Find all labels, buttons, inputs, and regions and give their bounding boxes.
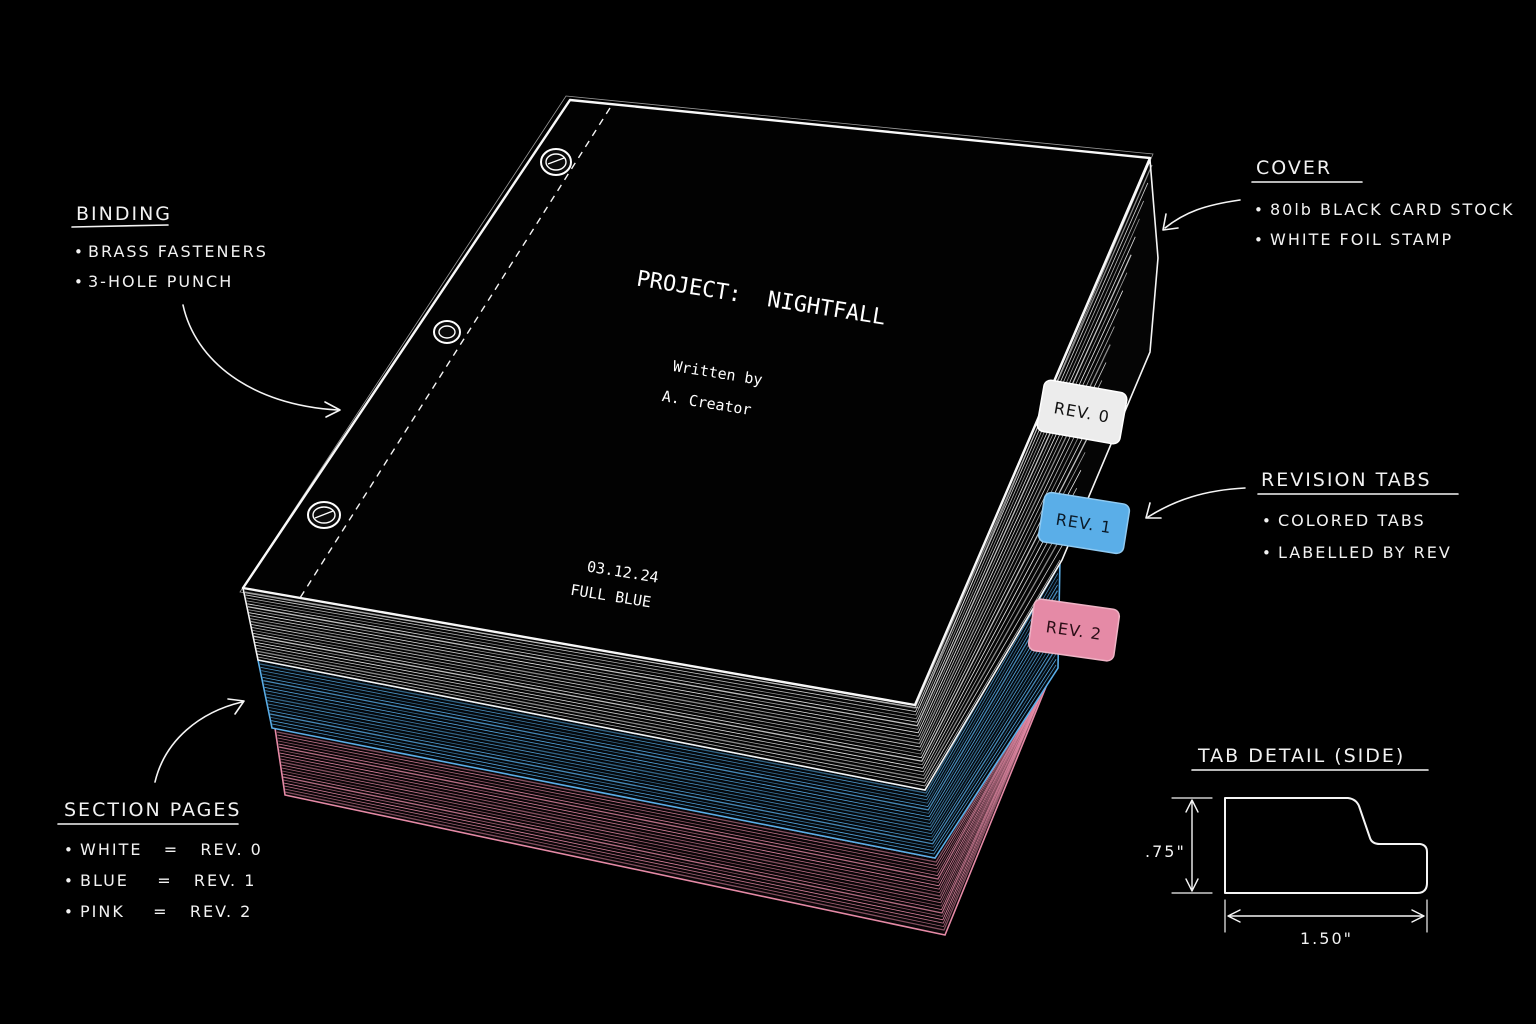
section-pages-title: SECTION PAGES [64, 799, 241, 821]
page-edge-stroke [281, 671, 1053, 900]
pink-section-pages [274, 664, 1056, 936]
page-edge-stroke [269, 641, 1057, 841]
page-edge-stroke [267, 630, 1058, 835]
page-edge-stroke [250, 344, 1111, 745]
white-section-pages [241, 159, 1159, 791]
page-edge-stroke [271, 664, 1057, 855]
brass-fastener-icon [307, 501, 341, 529]
page-edge-stroke [250, 326, 1115, 741]
binding-item-2: 3-HOLE PUNCH [88, 272, 233, 291]
section-pages-item-1: WHITE = REV. 0 [80, 840, 263, 859]
page-edge-stroke [282, 672, 1052, 914]
page-edge-stroke [245, 182, 1149, 712]
section-pages-item-3: PINK = REV. 2 [80, 902, 252, 921]
page-edge-stroke [279, 669, 1053, 887]
tab-profile [1224, 797, 1428, 894]
page-edge-stroke [264, 601, 1058, 818]
page-edge-stroke [251, 362, 1107, 748]
page-edge-stroke [252, 380, 1103, 751]
revision-tabs-item-1: COLORED TABS [1278, 511, 1426, 530]
page-edge-stroke [256, 523, 1069, 780]
page-edge-stroke [260, 567, 1059, 797]
cover-callout-title: COVER [1256, 157, 1332, 179]
tab-detail-side: TAB DETAIL (SIDE) .75" 1.50" [1145, 745, 1429, 948]
tab-detail-width: 1.50" [1300, 929, 1353, 948]
cover-item-1: 80lb BLACK CARD STOCK [1270, 200, 1515, 219]
page-edge-stroke [257, 559, 1061, 787]
arrow-icon [182, 304, 339, 411]
page-edge-stroke [249, 290, 1124, 734]
bullet: • [64, 903, 75, 921]
page-edge-stroke [255, 487, 1078, 773]
bullet: • [1254, 201, 1265, 219]
page-edge-stroke [261, 578, 1059, 804]
page-edge-stroke [283, 672, 1051, 921]
page-edge-stroke [249, 308, 1119, 737]
page-edge-stroke [278, 669, 1054, 880]
page-edge-stroke [270, 653, 1057, 848]
page-edge-stroke [253, 434, 1090, 762]
tab-rev-1: REV. 1 [1037, 491, 1131, 555]
callout-binding: BINDING • BRASS FASTENERS • 3-HOLE PUNCH [71, 203, 341, 418]
page-edge-stroke [254, 452, 1086, 766]
cover-item-2: WHITE FOIL STAMP [1270, 230, 1453, 249]
page-edge-stroke [278, 668, 1054, 873]
arrow-icon [1147, 487, 1246, 518]
page-edge-stroke [254, 470, 1082, 769]
page-edge-stroke [267, 624, 1058, 831]
tab-rev-0: REV. 0 [1036, 379, 1128, 445]
page-edge-stroke [266, 618, 1058, 828]
page-edge-stroke [253, 416, 1094, 759]
arrow-icon [1164, 199, 1241, 229]
brass-fastener-icon [540, 148, 572, 176]
page-edge-stroke [281, 671, 1052, 904]
page-edge-stroke [280, 670, 1053, 890]
page-edge-stroke [284, 673, 1051, 924]
page-edge-stroke [280, 670, 1053, 897]
page-edge-stroke [283, 672, 1052, 917]
bullet: • [64, 841, 75, 859]
page-edge-stroke [263, 596, 1058, 814]
binding-item-1: BRASS FASTENERS [88, 242, 268, 261]
page-edge-stroke [282, 671, 1052, 907]
callout-section-pages: SECTION PAGES • WHITE = REV. 0 • BLUE = … [57, 698, 263, 921]
bullet: • [1262, 544, 1273, 562]
callout-cover: COVER • 80lb BLACK CARD STOCK • WHITE FO… [1162, 157, 1515, 249]
tab-detail-title: TAB DETAIL (SIDE) [1197, 745, 1405, 767]
section-pages-item-2: BLUE = REV. 1 [80, 871, 256, 890]
revision-tabs-item-2: LABELLED BY REV [1278, 543, 1452, 562]
arrow-icon [154, 701, 243, 783]
page-edge-stroke [271, 659, 1057, 852]
brass-fastener-icon [433, 320, 461, 344]
page-edge-stroke [265, 607, 1058, 821]
bullet: • [1262, 512, 1273, 530]
page-edge-stroke [279, 669, 1054, 883]
bullet: • [74, 273, 85, 291]
page-edge-stroke [263, 590, 1059, 811]
page-edge-stroke [262, 584, 1058, 808]
bullet: • [64, 872, 75, 890]
tab-rev-2: REV. 2 [1027, 598, 1121, 662]
bullet: • [1254, 231, 1265, 249]
cover-top: PROJECT: NIGHTFALL Written by A. Creator… [239, 95, 1154, 709]
page-edge-stroke [268, 636, 1057, 838]
callout-revision-tabs: REVISION TABS • COLORED TABS • LABELLED … [1145, 469, 1459, 562]
binding-title: BINDING [76, 203, 172, 225]
bullet: • [74, 243, 85, 261]
page-edge-stroke [284, 673, 1051, 931]
revision-tabs-title: REVISION TABS [1261, 469, 1432, 491]
page-edge-stroke [256, 505, 1073, 776]
page-edge-stroke [269, 647, 1057, 845]
page-edge-stroke [261, 573, 1059, 801]
page-edge-stroke [246, 200, 1145, 716]
page-edge-stroke [257, 541, 1065, 783]
page-edge-stroke [265, 613, 1058, 824]
page-edge-stroke [252, 398, 1098, 755]
tab-detail-height: .75" [1145, 842, 1186, 861]
